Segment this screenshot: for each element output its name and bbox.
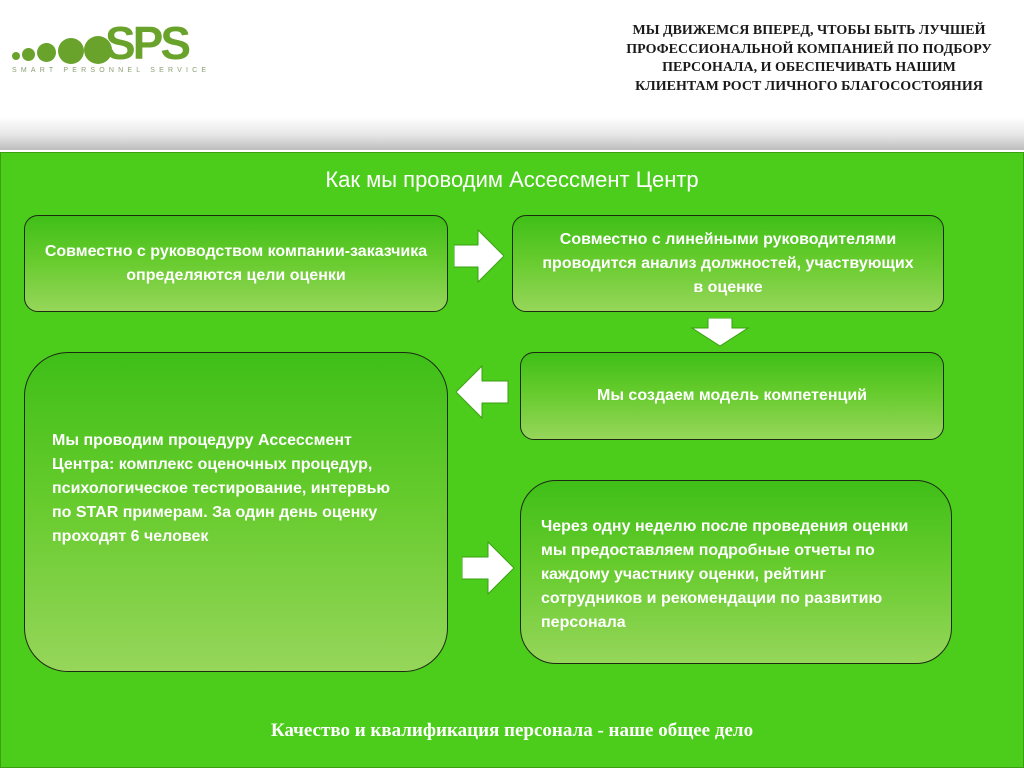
step-2-text: Совместно с линейными руководителями про… [542, 230, 914, 296]
footer-slogan: Качество и квалификация персонала - наше… [270, 720, 754, 741]
step-1-box: Совместно с руководством компании-заказч… [24, 215, 448, 312]
step-1-text: Совместно с руководством компании-заказч… [44, 242, 428, 284]
arrow-down-icon [690, 318, 750, 347]
step-2-box: Совместно с линейными руководителями про… [512, 215, 944, 312]
step-4-box: Мы проводим процедуру Ассессмент Центра:… [24, 352, 448, 672]
step-5-box: Через одну неделю после проведения оценк… [520, 480, 952, 664]
arrow-right-icon [462, 540, 515, 596]
step-4-text: Мы проводим процедуру Ассессмент Центра:… [52, 432, 391, 545]
step-3-text: Мы создаем модель компетенций [596, 387, 867, 404]
step-3-box: Мы создаем модель компетенций [520, 352, 944, 440]
slide-title: Как мы проводим Ассессмент Центр [325, 167, 699, 192]
step-5-text: Через одну неделю после проведения оценк… [541, 518, 909, 631]
arrow-left-icon [455, 364, 509, 420]
arrow-right-icon [454, 228, 505, 284]
logo-subtitle: SMART PERSONNEL SERVICE [12, 67, 211, 74]
company-motto: МЫ ДВИЖЕМСЯ ВПЕРЕД, ЧТОБЫ БЫТЬ ЛУЧШЕЙ ПР… [626, 23, 992, 94]
header: SPS SMART PERSONNEL SERVICE МЫ ДВИЖЕМСЯ … [0, 0, 1024, 150]
sps-logo: SPS SMART PERSONNEL SERVICE [12, 16, 212, 78]
logo-brand: SPS [105, 17, 191, 69]
